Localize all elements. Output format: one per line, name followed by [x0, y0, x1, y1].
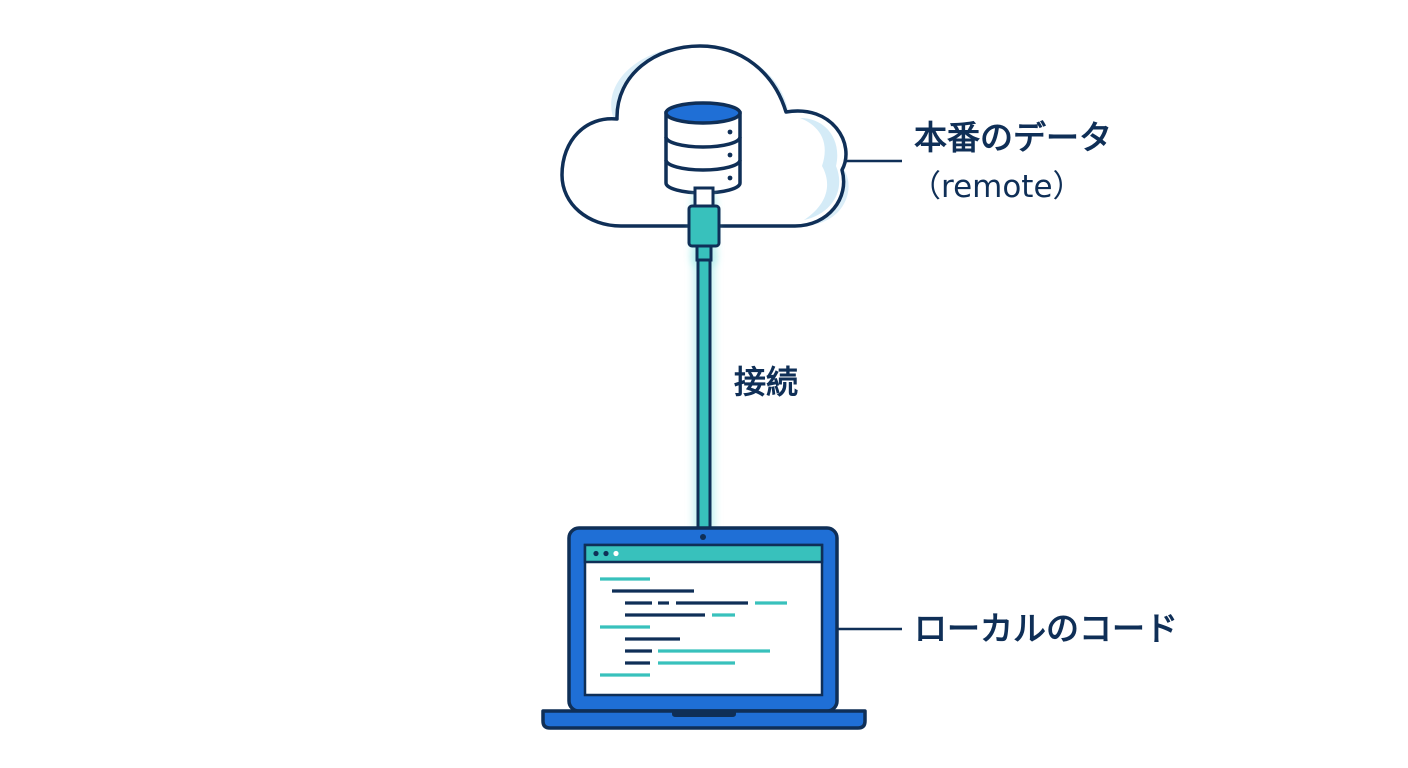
code-lines	[600, 577, 787, 677]
database-icon	[664, 101, 742, 195]
remote-data-label: 本番のデータ	[914, 118, 1112, 157]
local-code-label: ローカルのコード	[914, 609, 1178, 648]
remote-subtitle-label: （remote）	[910, 169, 1084, 205]
cable	[696, 258, 712, 530]
connection-label: 接続	[734, 363, 799, 401]
plug-icon	[687, 186, 721, 262]
laptop-icon	[541, 526, 867, 730]
